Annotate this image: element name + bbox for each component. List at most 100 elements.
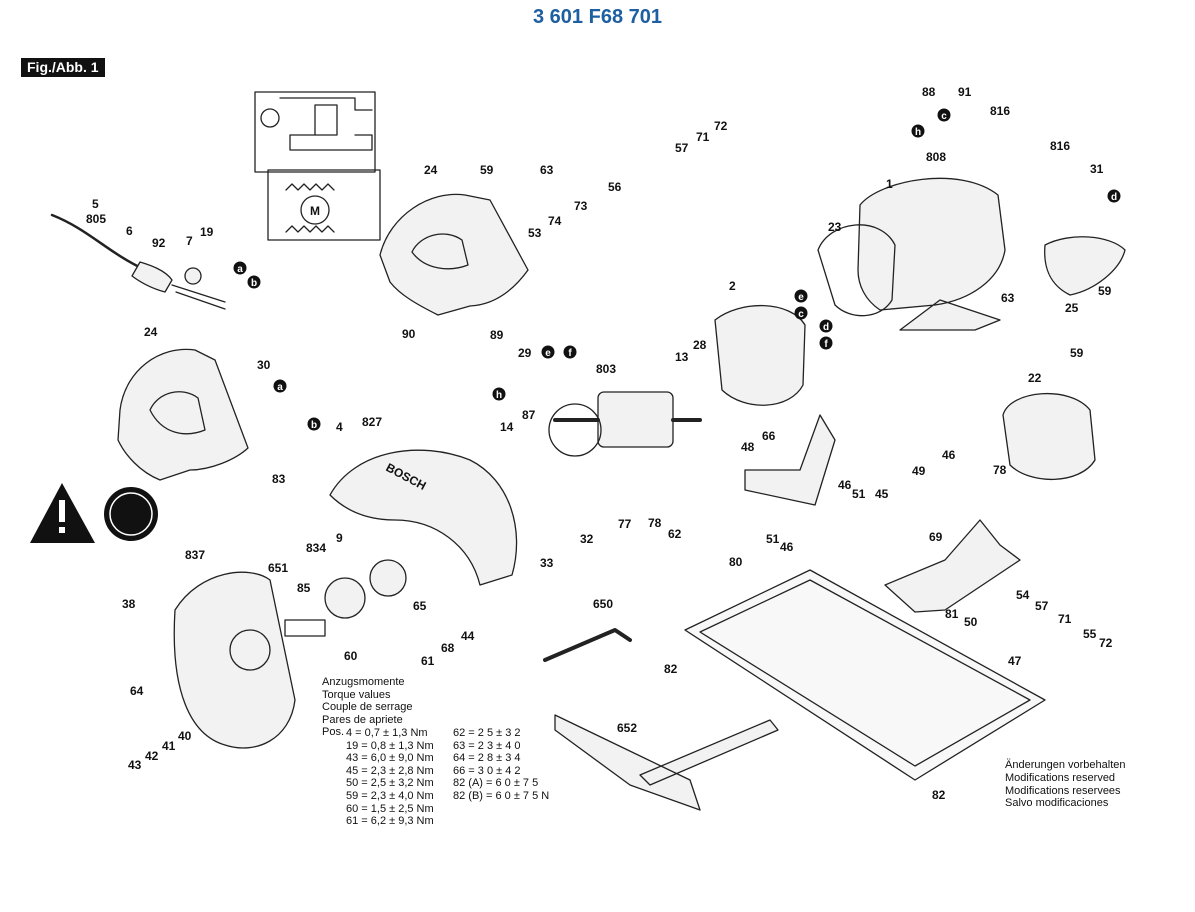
end-cap xyxy=(1044,236,1126,296)
callout-label: 57 xyxy=(1035,599,1049,613)
callout-label: 13 xyxy=(675,350,689,364)
callout-label: 650 xyxy=(593,597,613,611)
callout-label: 43 xyxy=(128,758,142,772)
torque-title: Pares de apriete xyxy=(322,713,403,726)
torque-row: 62 = 2 5 ± 3 2 xyxy=(453,727,521,739)
callout-label: 1 xyxy=(886,177,893,191)
upper-blade-guard xyxy=(329,449,518,586)
callout-label: 90 xyxy=(402,327,416,341)
torque-values-table: Anzugsmomente Torque values Couple de se… xyxy=(322,676,413,739)
callout-label: 89 xyxy=(490,328,504,342)
notice-line: Modifications reserved xyxy=(1005,771,1116,784)
callout-label: 82 xyxy=(932,788,946,802)
torque-row: 43 = 6,0 ± 9,0 Nm xyxy=(346,752,434,765)
callout-label: 66 xyxy=(762,429,776,443)
torque-title: Couple de serrage xyxy=(322,701,413,714)
connector-letter: b xyxy=(251,278,257,289)
callout-label: 837 xyxy=(185,548,205,562)
callout-label: 19 xyxy=(200,225,214,239)
callout-label: 50 xyxy=(964,615,978,629)
callout-label: 6 xyxy=(126,224,133,238)
torque-left-column: 4 = 0,7 ± 1,3 Nm 19 = 0,8 ± 1,3 Nm 43 = … xyxy=(346,727,434,828)
callout-label: 92 xyxy=(152,236,166,250)
callout-label: 59 xyxy=(1098,284,1112,298)
gear xyxy=(369,559,407,597)
callout-label: 9 xyxy=(336,531,343,545)
callout-label: 61 xyxy=(421,654,435,668)
torque-row: 61 = 6,2 ± 9,3 Nm xyxy=(346,815,434,828)
rip-fence xyxy=(554,714,779,811)
callout-label: 25 xyxy=(1065,301,1079,315)
torque-row: 4 = 0,7 ± 1,3 Nm xyxy=(346,727,428,739)
callout-label: 88 xyxy=(922,85,936,99)
callout-label: 827 xyxy=(362,415,382,429)
torque-row: 64 = 2 8 ± 3 4 xyxy=(453,752,521,765)
connector-badges: a b c h d e c d f e f a b h xyxy=(233,108,1121,431)
blade-guard-rear xyxy=(1002,392,1096,481)
callout-label: 87 xyxy=(522,408,536,422)
callout-label: 28 xyxy=(693,338,707,352)
connector-letter: e xyxy=(798,292,804,303)
torque-title: Anzugsmomente xyxy=(322,676,405,688)
callout-label: 816 xyxy=(1050,139,1070,153)
callout-label: 73 xyxy=(574,199,588,213)
callout-label: 78 xyxy=(993,463,1007,477)
torque-row: 82 (A) = 6 0 ± 7 5 xyxy=(453,777,539,790)
callout-label: 78 xyxy=(648,516,662,530)
connector-letter: a xyxy=(237,264,243,275)
hex-key xyxy=(543,628,632,662)
callout-label: 62 xyxy=(668,527,682,541)
callout-label: 834 xyxy=(306,541,326,555)
callout-label: 91 xyxy=(958,85,972,99)
callout-label: 652 xyxy=(617,721,637,735)
fan-ring xyxy=(817,224,896,317)
callout-label: 56 xyxy=(608,180,622,194)
notice-line: Änderungen vorbehalten xyxy=(1005,759,1126,771)
callout-label: 14 xyxy=(500,420,514,434)
callout-label: 65 xyxy=(413,599,427,613)
callout-label: 53 xyxy=(528,226,542,240)
callout-group: 5 805 6 92 7 19 24 59 63 56 57 71 72 53 … xyxy=(86,85,1113,802)
torque-pos-header: Pos. xyxy=(322,726,345,739)
callout-label: 803 xyxy=(596,362,616,376)
callout-label: 51 xyxy=(852,487,866,501)
read-manual-icon xyxy=(104,487,158,541)
notice-line: Salvo modificaciones xyxy=(1005,797,1109,810)
callout-label: 46 xyxy=(780,540,794,554)
connector-letter: f xyxy=(824,339,828,350)
callout-label: 51 xyxy=(766,532,780,546)
callout-label: 5 xyxy=(92,197,99,211)
callout-label: 59 xyxy=(480,163,494,177)
callout-label: 805 xyxy=(86,212,106,226)
torque-row: 45 = 2,3 ± 2,8 Nm xyxy=(346,764,434,777)
notice-line: Modifications reservees xyxy=(1005,784,1121,797)
power-cord xyxy=(50,213,226,310)
connector-letter: c xyxy=(798,309,804,320)
callout-label: 48 xyxy=(741,440,755,454)
callout-label: 30 xyxy=(257,358,271,372)
callout-label: 46 xyxy=(838,478,852,492)
callout-label: 38 xyxy=(122,597,136,611)
callout-label: 57 xyxy=(675,141,689,155)
callout-label: 651 xyxy=(268,561,288,575)
torque-right-column: 62 = 2 5 ± 3 2 63 = 2 3 ± 4 0 64 = 2 8 ±… xyxy=(453,727,549,803)
connector-letter: d xyxy=(823,322,829,333)
connector-letter: d xyxy=(1111,192,1117,203)
callout-label: 44 xyxy=(461,629,475,643)
callout-label: 74 xyxy=(548,214,562,228)
callout-label: 33 xyxy=(540,556,554,570)
callout-label: 68 xyxy=(441,641,455,655)
callout-label: 69 xyxy=(929,530,943,544)
callout-label: 63 xyxy=(540,163,554,177)
callout-label: 60 xyxy=(344,649,358,663)
callout-label: 7 xyxy=(186,234,193,248)
callout-label: 72 xyxy=(714,119,728,133)
connector-letter: c xyxy=(941,111,947,122)
connector-letter: b xyxy=(311,420,317,431)
callout-label: 72 xyxy=(1099,636,1113,650)
callout-label: 83 xyxy=(272,472,286,486)
torque-row: 66 = 3 0 ± 4 2 xyxy=(453,764,521,777)
base-plate xyxy=(684,569,1046,781)
